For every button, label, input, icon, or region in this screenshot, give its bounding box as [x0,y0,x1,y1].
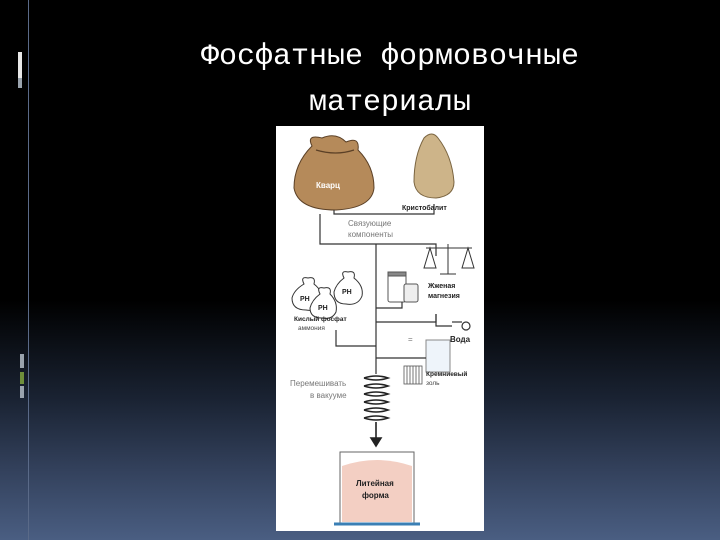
title-line-1: Фосфатные формовочные [200,40,580,74]
top-marker-white [18,52,22,78]
cristobalite-bag [413,133,455,199]
label-acid-phosphate-line-1: Кислый фосфат [294,315,347,323]
bottom-marker-gray-1 [20,354,24,368]
label-colloidal-silica-line-2: золь [426,380,440,387]
label-quartz: Кварц [316,181,340,190]
casting-mold-container [334,451,420,526]
slide-title: Фосфатные формовочные материалы [130,34,650,126]
label-colloidal-silica-line-1: Кремниевый [426,370,467,378]
component-connector-lines [335,302,437,347]
quartz-bag [293,135,375,211]
magnesia-containers [387,271,419,303]
acid-phosphate-bags [291,271,363,319]
balance-scale-icon [423,244,475,275]
label-binders-line-1: Связующие [348,219,392,228]
label-magnesia-line-2: магнезия [428,293,460,300]
label-ph-bag-2: PH [342,289,352,296]
equals-sign: = [408,335,413,344]
phosphate-investment-diagram: Кварц Кристобалит Связующие компоненты [290,133,475,526]
label-ph-bag-3: PH [318,305,328,312]
label-vacuum-mix-line-2: в вакууме [310,391,347,400]
label-ph-bag-1: PH [300,296,310,303]
diagram-panel: Кварц Кристобалит Связующие компоненты [276,126,484,531]
left-divider-line [28,0,29,540]
water-faucet-icon [435,314,471,331]
label-acid-phosphate-line-2: аммония [298,325,325,332]
bottom-marker-green [20,372,24,384]
binder-connector-lines [319,204,437,374]
measuring-glass [425,339,451,373]
label-cristobalite: Кристобалит [402,204,447,212]
bottom-marker-gray-2 [20,386,24,398]
label-water: Вода [450,335,471,344]
label-magnesia-line-1: Жженая [427,283,455,290]
label-binders-line-2: компоненты [348,230,393,239]
vacuum-mixer-spiral [363,375,391,448]
label-vacuum-mix-line-1: Перемешивать [290,379,346,388]
label-casting-mold-line-2: форма [362,491,389,500]
title-line-2: материалы [308,86,472,120]
silica-container [403,365,423,385]
top-marker-gray [18,78,22,88]
label-casting-mold-line-1: Литейная [356,479,394,488]
